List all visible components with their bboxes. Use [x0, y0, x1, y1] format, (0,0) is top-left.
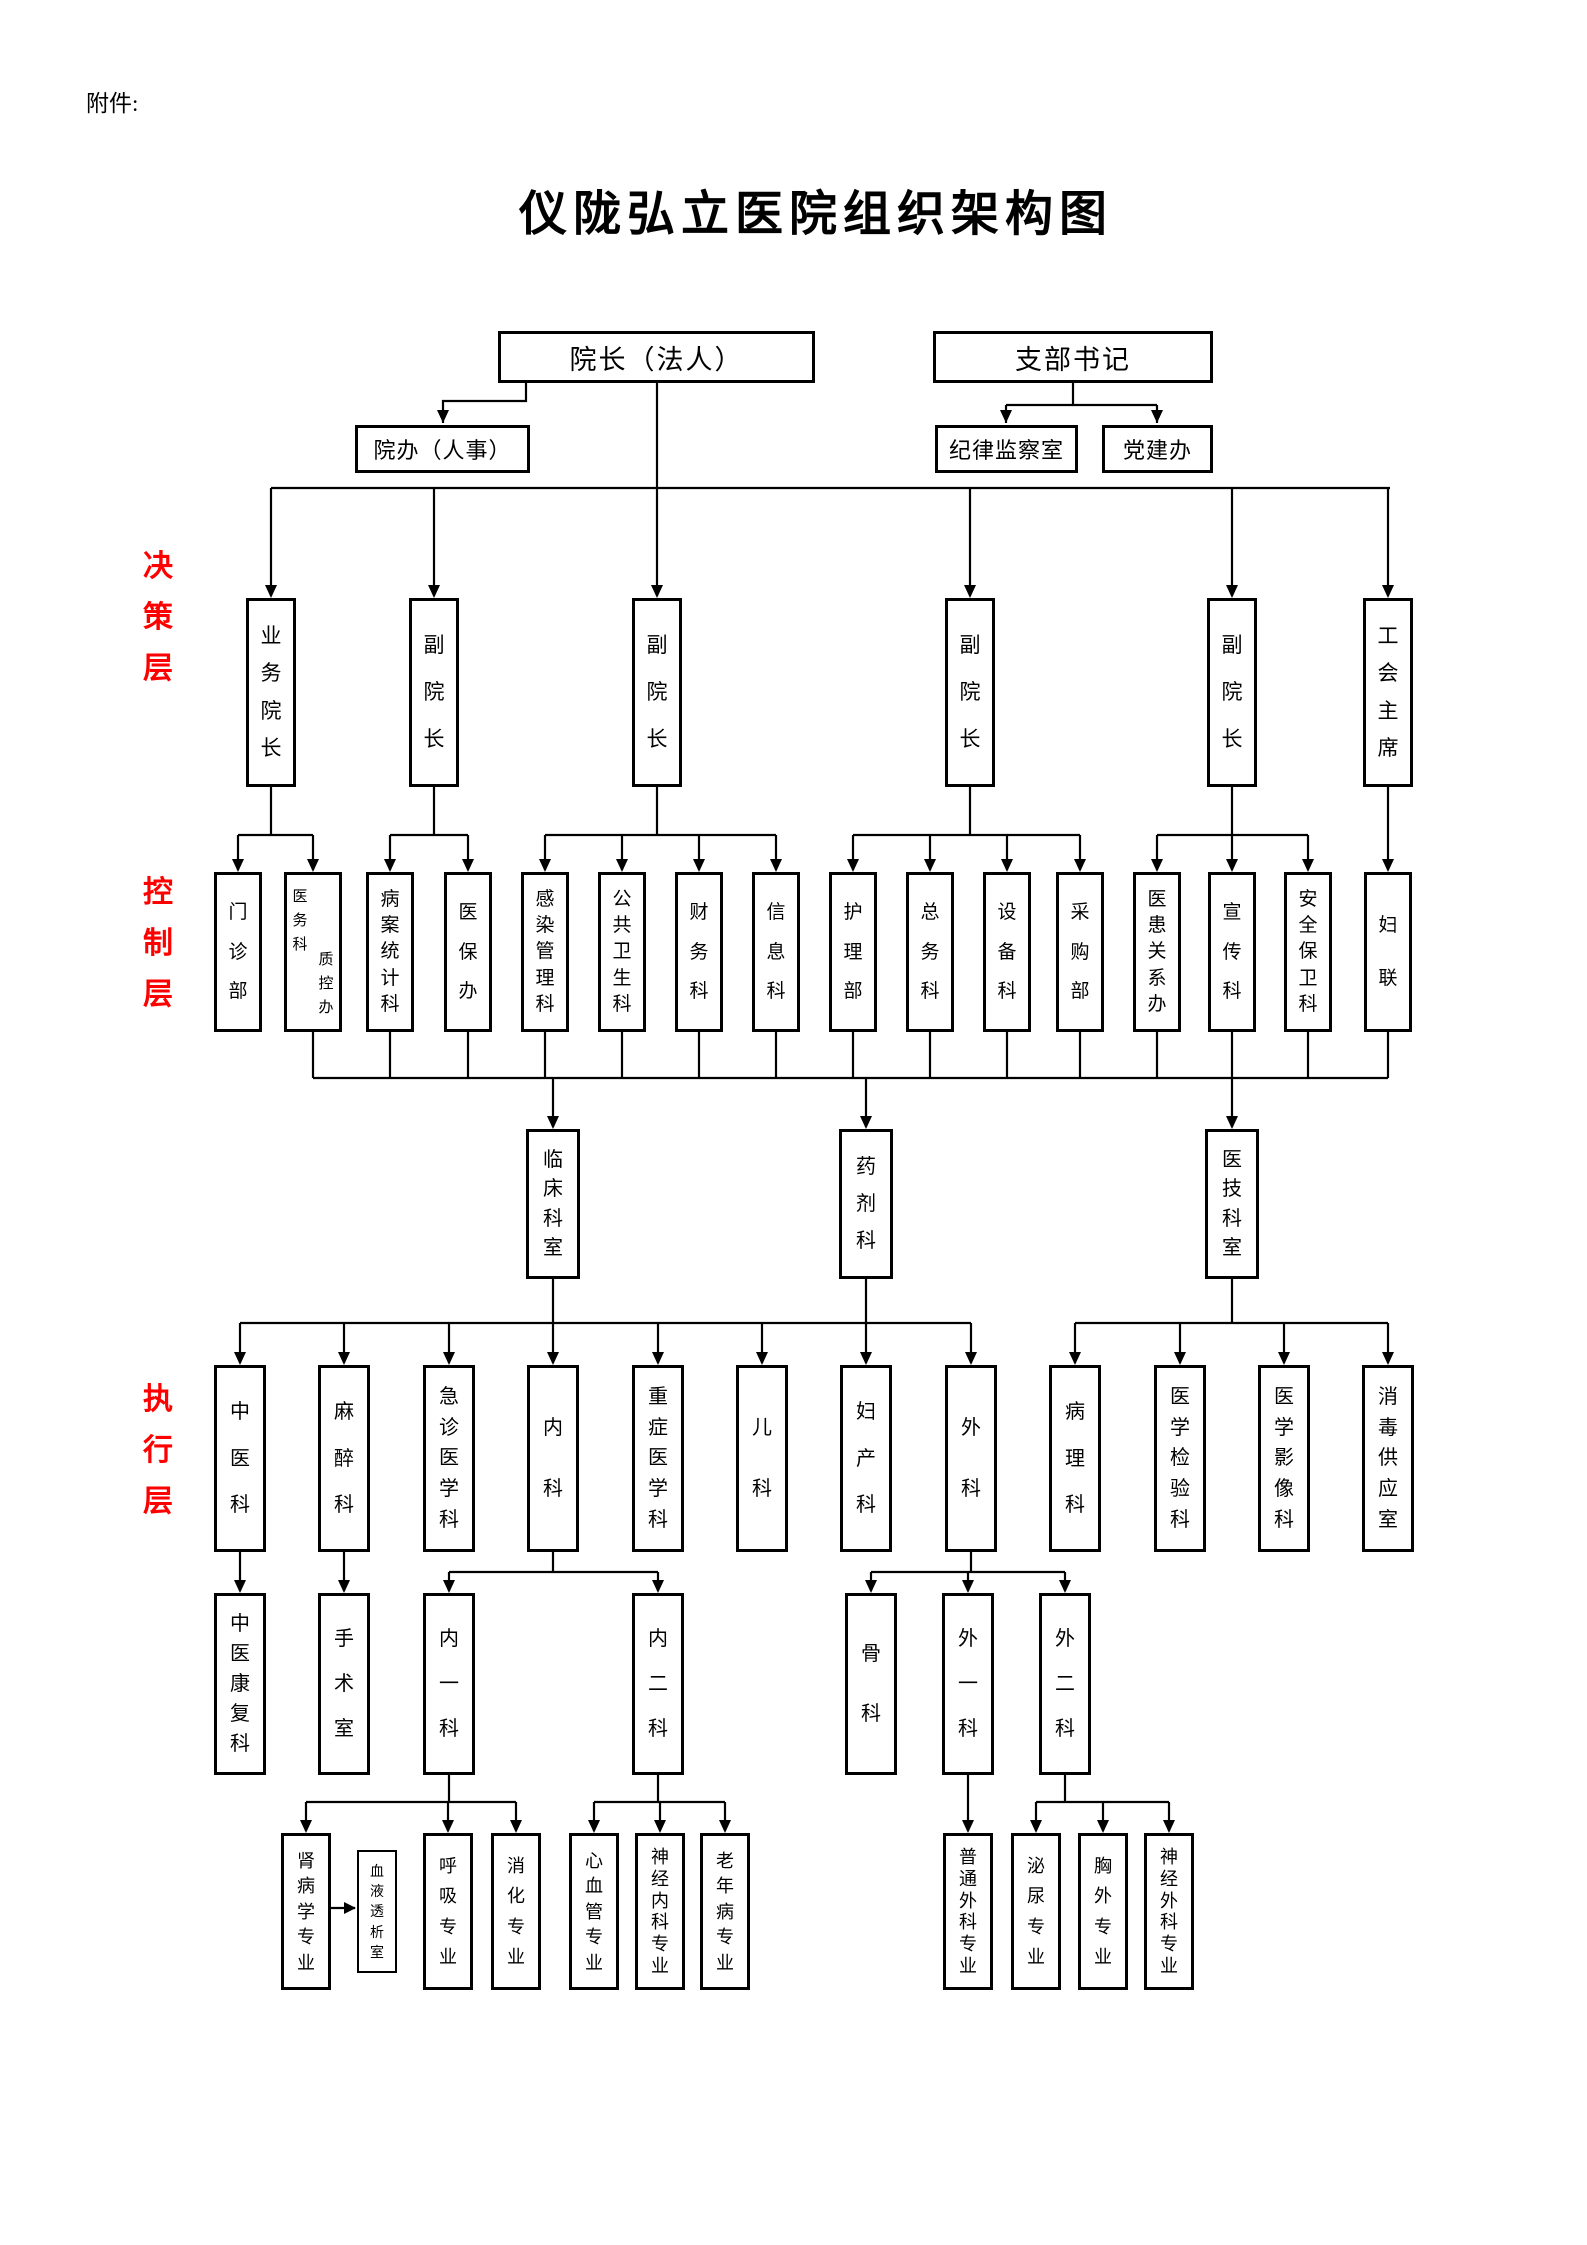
- node-surgery-2: 外二科: [1039, 1593, 1091, 1775]
- layer-label-execution: 执行层: [143, 1383, 173, 1518]
- node-orthopedics: 骨科: [845, 1593, 897, 1775]
- node-nursing-dept: 护理部: [829, 872, 877, 1032]
- node-vice-dean-2: 副院长: [632, 598, 682, 787]
- node-equipment-dept: 设备科: [983, 872, 1031, 1032]
- node-party-building-office: 党建办: [1102, 425, 1213, 473]
- node-operating-room: 手术室: [318, 1593, 370, 1775]
- node-publicity-dept: 宣传科: [1208, 872, 1256, 1032]
- node-medical-tech-depts: 医技科室: [1205, 1129, 1259, 1279]
- node-internal-medicine: 内科: [527, 1365, 579, 1552]
- node-vice-dean-4: 副院长: [1207, 598, 1257, 787]
- node-surgery: 外科: [945, 1365, 997, 1552]
- node-urology-specialty: 泌尿专业: [1011, 1833, 1061, 1990]
- node-digestive-specialty: 消化专业: [491, 1833, 541, 1990]
- node-branch-secretary: 支部书记: [933, 331, 1213, 383]
- layer-label-decision: 决策层: [143, 550, 173, 685]
- attachment-label: 附件:: [86, 91, 139, 116]
- node-infection-management: 感染管理科: [521, 872, 569, 1032]
- node-nephrology-specialty: 肾病学专业: [281, 1833, 331, 1990]
- node-discipline-inspection-office: 纪律监察室: [935, 425, 1078, 473]
- node-tcm-dept: 中医科: [214, 1365, 266, 1552]
- node-medical-affairs-quality-control: 医务科 质控办: [284, 872, 342, 1032]
- node-procurement-dept: 采购部: [1056, 872, 1104, 1032]
- node-internal-medicine-2: 内二科: [632, 1593, 684, 1775]
- node-general-affairs-dept: 总务科: [906, 872, 954, 1032]
- node-neurosurgery-specialty: 神经外科专业: [1144, 1833, 1194, 1990]
- node-internal-medicine-1: 内一科: [423, 1593, 475, 1775]
- node-dean: 院长（法人）: [498, 331, 815, 383]
- node-neurology-specialty: 神经内科专业: [635, 1833, 685, 1990]
- node-cardiovascular-specialty: 心血管专业: [569, 1833, 619, 1990]
- node-disinfection-supply: 消毒供应室: [1362, 1365, 1414, 1552]
- node-pathology: 病理科: [1049, 1365, 1101, 1552]
- node-union-chairman: 工会主席: [1363, 598, 1413, 787]
- layer-label-control: 控制层: [143, 876, 173, 1011]
- node-medical-imaging: 医学影像科: [1258, 1365, 1310, 1552]
- node-vice-dean-3: 副院长: [945, 598, 995, 787]
- node-tcm-rehabilitation: 中医康复科: [214, 1593, 266, 1775]
- node-general-surgery-specialty: 普通外科专业: [943, 1833, 993, 1990]
- node-hemodialysis-room: 血液透析室: [357, 1850, 397, 1973]
- node-security-dept: 安全保卫科: [1284, 872, 1332, 1032]
- node-pediatrics: 儿科: [736, 1365, 788, 1552]
- node-quality-control-office: 质控办: [318, 951, 334, 1016]
- node-business-dean: 业务院长: [246, 598, 296, 787]
- page-title: 仪陇弘立医院组织架构图: [518, 188, 1113, 241]
- node-thoracic-surgery-specialty: 胸外专业: [1078, 1833, 1128, 1990]
- node-medical-records-statistics: 病案统计科: [366, 872, 414, 1032]
- node-medical-laboratory: 医学检验科: [1154, 1365, 1206, 1552]
- node-obstetrics-gynecology: 妇产科: [840, 1365, 892, 1552]
- node-medical-insurance-office: 医保办: [444, 872, 492, 1032]
- node-respiratory-specialty: 呼吸专业: [423, 1833, 473, 1990]
- node-emergency-medicine: 急诊医学科: [423, 1365, 475, 1552]
- node-medical-affairs-dept: 医务科: [292, 888, 308, 953]
- node-patient-relations-office: 医患关系办: [1133, 872, 1181, 1032]
- node-vice-dean-1: 副院长: [409, 598, 459, 787]
- node-outpatient-dept: 门诊部: [214, 872, 262, 1032]
- node-information-dept: 信息科: [752, 872, 800, 1032]
- node-critical-care: 重症医学科: [632, 1365, 684, 1552]
- node-finance-dept: 财务科: [675, 872, 723, 1032]
- node-dean-office: 院办（人事）: [355, 425, 530, 473]
- node-public-health: 公共卫生科: [598, 872, 646, 1032]
- node-geriatrics-specialty: 老年病专业: [700, 1833, 750, 1990]
- node-womens-federation: 妇联: [1364, 872, 1412, 1032]
- node-clinical-depts: 临床科室: [526, 1129, 580, 1279]
- node-pharmacy-dept: 药剂科: [839, 1129, 893, 1279]
- node-anesthesiology: 麻醉科: [318, 1365, 370, 1552]
- node-surgery-1: 外一科: [942, 1593, 994, 1775]
